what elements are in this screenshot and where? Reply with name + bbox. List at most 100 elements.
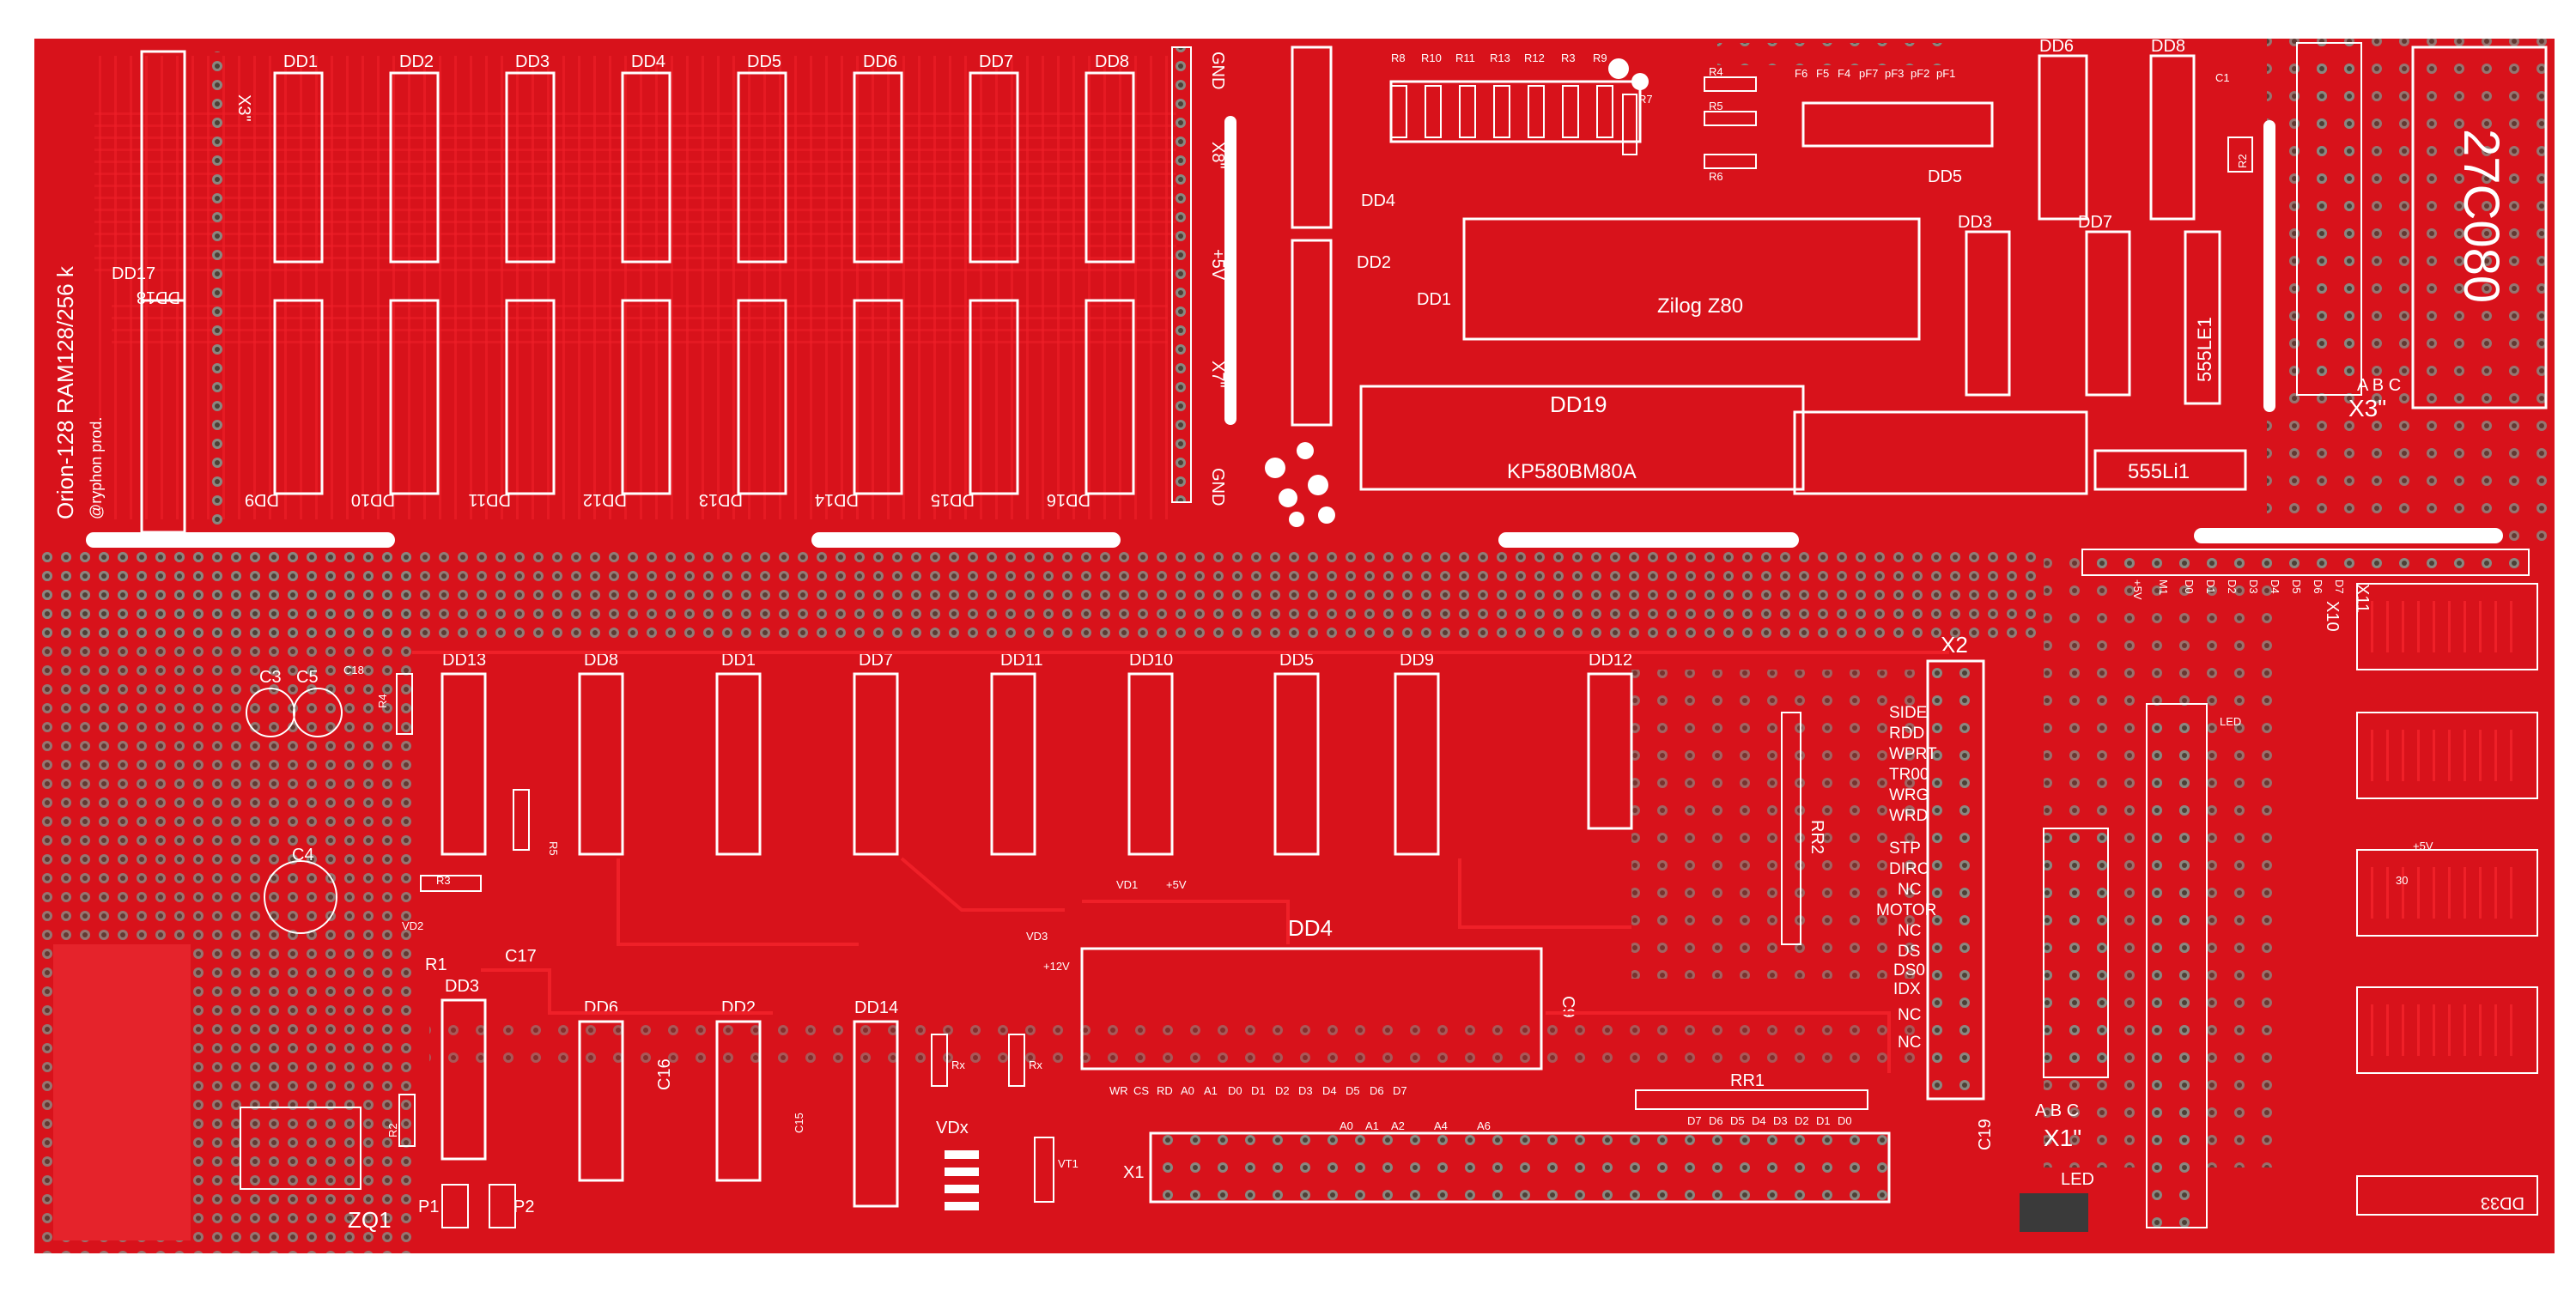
svg-text:R7: R7 (1638, 93, 1653, 106)
led-pad (2020, 1193, 2088, 1232)
header-x3-left (204, 52, 223, 532)
svg-text:Rx: Rx (1029, 1058, 1042, 1071)
svg-text:MOTOR: MOTOR (1876, 901, 1936, 919)
p2 (489, 1184, 516, 1228)
dd3-top-label: DD3 (1958, 213, 1992, 232)
svg-text:D2: D2 (1275, 1084, 1290, 1097)
svg-text:DD16: DD16 (1047, 490, 1091, 509)
svg-text:DS: DS (1898, 943, 1920, 961)
rr2 (1781, 712, 1801, 945)
svg-text:pF7: pF7 (1859, 67, 1878, 80)
slot-4 (2194, 528, 2503, 543)
proto-grid-bottom (429, 1013, 1975, 1064)
p2-label: P2 (513, 1198, 534, 1216)
svg-text:DD13: DD13 (699, 490, 743, 509)
svg-text:R5: R5 (1709, 100, 1723, 112)
svg-text:RDD: RDD (1889, 725, 1924, 743)
dip-switch-fill (2370, 601, 2524, 1056)
svg-text:DIRC: DIRC (1889, 860, 1929, 878)
svg-text:R9: R9 (1593, 52, 1607, 64)
svg-text:DD10: DD10 (351, 490, 395, 509)
right-strip-header (2081, 549, 2530, 576)
svg-text:X7": X7" (1208, 361, 1227, 388)
zq1-label: ZQ1 (348, 1207, 392, 1233)
svg-text:A1: A1 (1365, 1119, 1379, 1132)
svg-text:D2: D2 (1795, 1114, 1809, 1127)
svg-text:DD1: DD1 (283, 52, 318, 71)
svg-text:NC: NC (1898, 881, 1921, 899)
ram-section (94, 56, 1176, 519)
vt1-label: VT1 (1058, 1157, 1078, 1170)
svg-text:D0: D0 (2183, 579, 2196, 594)
power-header (1171, 46, 1192, 503)
svg-text:+5V: +5V (2131, 579, 2144, 600)
plus5v-label: +5V (1166, 878, 1187, 891)
dd8-top-label: DD8 (2151, 37, 2185, 56)
svg-text:R12: R12 (1524, 52, 1545, 64)
svg-text:DD12: DD12 (1589, 651, 1632, 670)
svg-text:A1: A1 (1204, 1084, 1218, 1097)
slot-3 (1498, 532, 1799, 548)
main-chips-row1-labels: DD13 DD8 DD1 DD7 DD11 DD10 DD5 DD9 DD12 (442, 651, 1632, 670)
svg-text:A0: A0 (1181, 1084, 1194, 1097)
rr1-bus: D7 D6 D5 D4 D3 D2 D1 D0 (1687, 1114, 1852, 1127)
svg-text:D6: D6 (1709, 1114, 1723, 1127)
p1-label: P1 (418, 1198, 439, 1216)
copper-fill-block (53, 944, 191, 1240)
svg-text:DD11: DD11 (468, 490, 511, 509)
svg-text:D1: D1 (1251, 1084, 1266, 1097)
svg-text:R6: R6 (1709, 170, 1723, 183)
header-x3-label: X3" (234, 94, 253, 122)
svg-text:D7: D7 (1687, 1114, 1702, 1127)
svg-text:R10: R10 (1421, 52, 1442, 64)
x1b-connector (2043, 828, 2109, 1078)
x11-label: X11 (2353, 584, 2372, 613)
svg-text:X8": X8" (1208, 142, 1227, 169)
c19-label: C19 (1976, 1119, 1995, 1150)
svg-text:IDX: IDX (1893, 980, 1921, 998)
svg-text:DD3: DD3 (515, 52, 550, 71)
c4-label: C4 (292, 846, 314, 864)
svg-text:DD8: DD8 (584, 651, 618, 670)
svg-text:A2: A2 (1391, 1119, 1405, 1132)
kp580-label: KP580BM80A (1507, 460, 1637, 483)
svg-text:R13: R13 (1490, 52, 1510, 64)
dd19-label: DD19 (1550, 391, 1607, 417)
svg-text:DD9: DD9 (245, 490, 279, 509)
resistor-main-labels: R4 R5 R3 R1 R2 Rx Rx (376, 694, 1042, 1137)
power-labels: GND X8" +5V X7" GND (1208, 52, 1227, 506)
svg-text:DD4: DD4 (631, 52, 665, 71)
led-label: LED (2061, 1170, 2094, 1189)
svg-text:WRG: WRG (1889, 786, 1929, 804)
rr1 (1635, 1089, 1868, 1110)
svg-text:D2: D2 (2226, 579, 2239, 594)
svg-text:R3: R3 (1561, 52, 1576, 64)
caps-left (246, 688, 343, 934)
svg-text:DD7: DD7 (979, 52, 1013, 71)
resistor-labels: R8 R10 R11 R13 R12 R3 R9 R7 R4 R5 R6 (1391, 52, 1723, 183)
svg-text:D5: D5 (1730, 1114, 1745, 1127)
svg-text:TR00: TR00 (1889, 766, 1929, 784)
svg-text:DD13: DD13 (442, 651, 486, 670)
traces-main (412, 651, 1949, 1073)
slot-vertical-2 (2263, 120, 2275, 412)
svg-text:WR: WR (1109, 1084, 1128, 1097)
svg-text:SIDE: SIDE (1889, 704, 1927, 722)
svg-text:DD5: DD5 (747, 52, 781, 71)
svg-text:RD: RD (1157, 1084, 1173, 1097)
svg-text:DD12: DD12 (583, 490, 627, 509)
rom-label: 27C080 (2453, 129, 2509, 303)
main-chips-row1 (440, 672, 1633, 856)
svg-text:DD5: DD5 (1279, 651, 1314, 670)
svg-text:DD10: DD10 (1129, 651, 1173, 670)
svg-text:R8: R8 (1391, 52, 1406, 64)
svg-text:R4: R4 (376, 694, 389, 708)
led-right-label: LED (2220, 715, 2241, 728)
c3-label: C3 (259, 668, 282, 687)
svg-text:D5: D5 (2290, 579, 2303, 594)
svg-text:D4: D4 (1322, 1084, 1337, 1097)
dd4-chip (1080, 947, 1543, 1070)
svg-text:DS0: DS0 (1893, 961, 1925, 980)
mounting-holes (1265, 58, 1649, 527)
svg-text:D7: D7 (1393, 1084, 1407, 1097)
